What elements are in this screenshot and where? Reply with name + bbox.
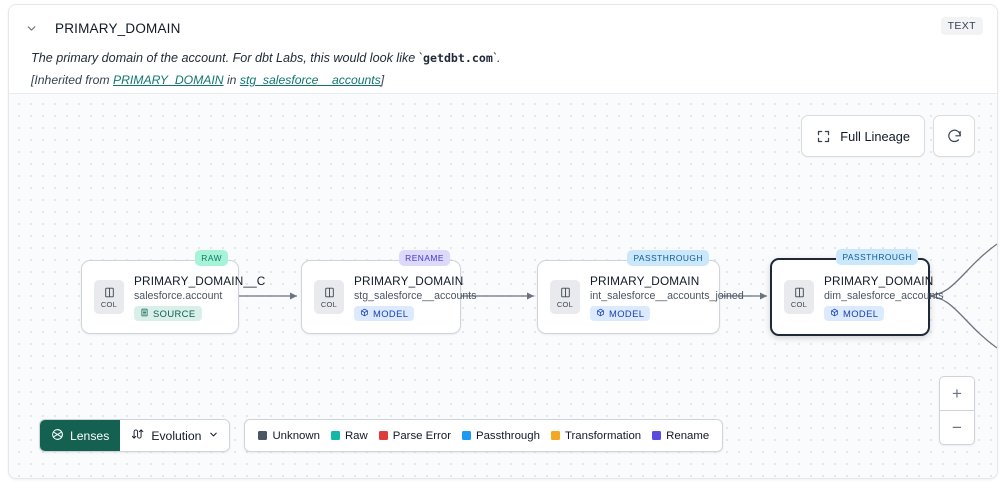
legend-item: Rename — [652, 430, 709, 442]
lenses-button[interactable]: Lenses — [40, 420, 121, 451]
node-type-badge: MODEL — [590, 305, 651, 321]
legend-label: Transformation — [564, 429, 642, 442]
legend-item: Transformation — [550, 429, 642, 442]
lineage-node[interactable]: PASSTHROUGH COL PRIMARY_DOMAIN int_sales… — [537, 250, 744, 334]
lenses-label: Lenses — [70, 428, 110, 443]
legend-swatch — [461, 431, 471, 440]
node-type-label: MODEL — [609, 307, 645, 319]
legend-item: Raw — [330, 429, 368, 442]
description-code: getdbt.com — [423, 51, 493, 65]
description-suffix: `. — [492, 51, 501, 65]
legend-item: Unknown — [258, 430, 320, 442]
inherited-column-link[interactable]: PRIMARY_DOMAIN — [112, 73, 224, 88]
cube-icon — [360, 308, 369, 319]
legend-label: Rename — [666, 429, 710, 442]
inherit-prefix: [Inherited from — [31, 73, 113, 88]
legend-label: Passthrough — [475, 429, 540, 442]
zoom-controls: + − — [939, 376, 975, 445]
cube-icon — [596, 308, 605, 319]
description-text: The primary domain of the account. For d… — [31, 51, 423, 65]
node-table-name: dim_salesforce_accounts — [824, 289, 944, 302]
zoom-out-button[interactable]: − — [952, 417, 962, 437]
lineage-canvas[interactable]: Full Lineage RAW COL PRIMARY_DOMAIN__C s… — [9, 93, 997, 478]
legend-label: Parse Error — [392, 429, 451, 442]
database-icon — [140, 308, 149, 319]
lineage-legend: Unknown Raw Parse Error Passthrough Tran… — [244, 419, 724, 452]
node-column-name: PRIMARY_DOMAIN__C — [134, 273, 266, 288]
legend-item: Passthrough — [461, 429, 540, 442]
page-title: PRIMARY_DOMAIN — [55, 20, 181, 36]
evolution-dropdown[interactable]: Evolution — [120, 420, 230, 451]
column-chip-label: COL — [100, 299, 118, 309]
legend-item: Parse Error — [378, 429, 451, 442]
node-tag: PASSTHROUGH — [627, 250, 709, 266]
node-type-label: MODEL — [373, 307, 409, 319]
canvas-toolbar: Full Lineage — [801, 115, 975, 157]
chevron-down-icon[interactable] — [23, 20, 39, 36]
column-lineage-panel: PRIMARY_DOMAIN TEXT The primary domain o… — [8, 4, 998, 479]
lineage-node[interactable]: RENAME COL PRIMARY_DOMAIN stg_salesforce… — [301, 250, 477, 334]
panel-header: PRIMARY_DOMAIN TEXT The primary domain o… — [9, 5, 997, 93]
node-table-name: salesforce.account — [134, 289, 223, 302]
column-chip-label: COL — [320, 299, 338, 309]
legend-swatch — [550, 431, 560, 440]
evolution-label: Evolution — [151, 428, 202, 443]
node-tag: PASSTHROUGH — [836, 249, 918, 265]
node-type-badge: SOURCE — [134, 305, 202, 321]
full-lineage-button[interactable]: Full Lineage — [801, 115, 925, 157]
column-icon: COL — [314, 280, 344, 314]
legend-swatch — [652, 431, 662, 440]
node-table-name: int_salesforce__accounts_joined — [590, 289, 744, 302]
column-icon: COL — [784, 280, 814, 314]
lineage-node[interactable]: RAW COL PRIMARY_DOMAIN__C salesforce.acc… — [81, 250, 265, 334]
column-chip-label: COL — [790, 299, 808, 309]
legend-label: Unknown — [272, 429, 320, 442]
legend-swatch — [258, 431, 268, 440]
node-type-label: MODEL — [843, 307, 879, 319]
node-type-label: SOURCE — [153, 307, 196, 319]
canvas-bottom-bar: Lenses Evolution Unknown Raw Parse Error… — [39, 419, 724, 452]
legend-swatch — [378, 431, 388, 440]
cube-icon — [830, 308, 839, 319]
zoom-in-button[interactable]: + — [940, 377, 974, 411]
inherited-table-link[interactable]: stg_salesforce__accounts — [239, 73, 381, 88]
node-column-name: PRIMARY_DOMAIN — [590, 273, 700, 288]
refresh-icon — [946, 128, 963, 145]
refresh-button[interactable] — [933, 115, 975, 157]
node-type-badge: MODEL — [354, 305, 415, 321]
inherit-mid: in — [223, 73, 240, 88]
node-tag: RENAME — [399, 250, 450, 266]
expand-icon — [816, 129, 831, 144]
node-type-badge: MODEL — [824, 305, 885, 321]
node-column-name: PRIMARY_DOMAIN — [354, 273, 464, 288]
legend-label: Raw — [344, 429, 368, 442]
type-badge: TEXT — [940, 17, 983, 35]
legend-swatch — [330, 431, 340, 440]
inherited-from-note: [Inherited from PRIMARY_DOMAIN in stg_sa… — [9, 67, 997, 87]
lens-icon — [51, 428, 64, 444]
evolution-icon — [130, 427, 144, 444]
inherit-suffix: ] — [380, 73, 385, 88]
column-description: The primary domain of the account. For d… — [9, 43, 997, 67]
full-lineage-label: Full Lineage — [840, 128, 910, 144]
node-table-name: stg_salesforce__accounts — [354, 289, 477, 302]
node-column-name: PRIMARY_DOMAIN — [824, 273, 934, 288]
lenses-group: Lenses Evolution — [39, 419, 231, 452]
column-chip-label: COL — [556, 299, 574, 309]
lineage-node-selected[interactable]: PASSTHROUGH COL PRIMARY_DOMAIN dim_sales… — [770, 249, 944, 336]
column-icon: COL — [550, 280, 580, 314]
column-icon: COL — [94, 280, 124, 314]
node-tag: RAW — [195, 250, 228, 266]
chevron-down-icon — [208, 429, 219, 443]
